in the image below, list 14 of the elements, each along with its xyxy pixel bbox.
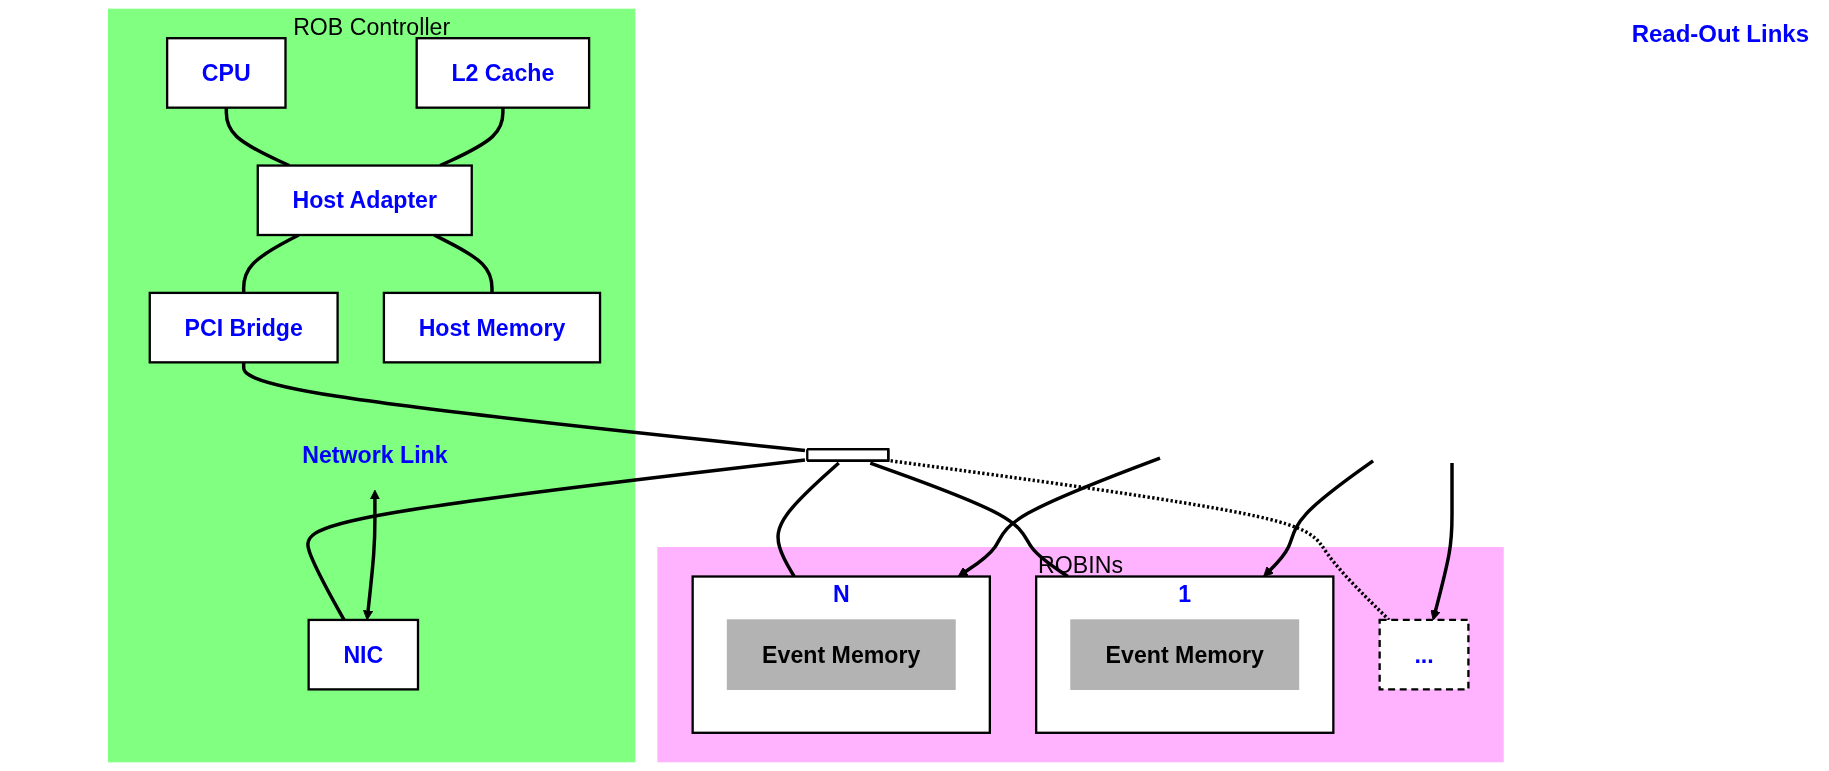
node-box: CPU <box>165 37 287 109</box>
arrow <box>1263 459 1375 577</box>
node-box: Event Memory <box>1070 619 1300 690</box>
annotation-label: Read-Out Links <box>1631 20 1809 48</box>
node-box: Host Memory <box>382 291 602 364</box>
node-box: ... <box>1378 618 1470 691</box>
arrow <box>957 456 1161 577</box>
node-box: L2 Cache <box>415 37 591 109</box>
node-box: Event Memory <box>726 619 956 690</box>
connector <box>241 362 806 453</box>
node-box: NIC <box>307 618 420 691</box>
node-box: PCI Bridge <box>148 291 339 364</box>
node-text: Network Link <box>302 442 448 468</box>
node-box: Host Adapter <box>256 164 473 237</box>
